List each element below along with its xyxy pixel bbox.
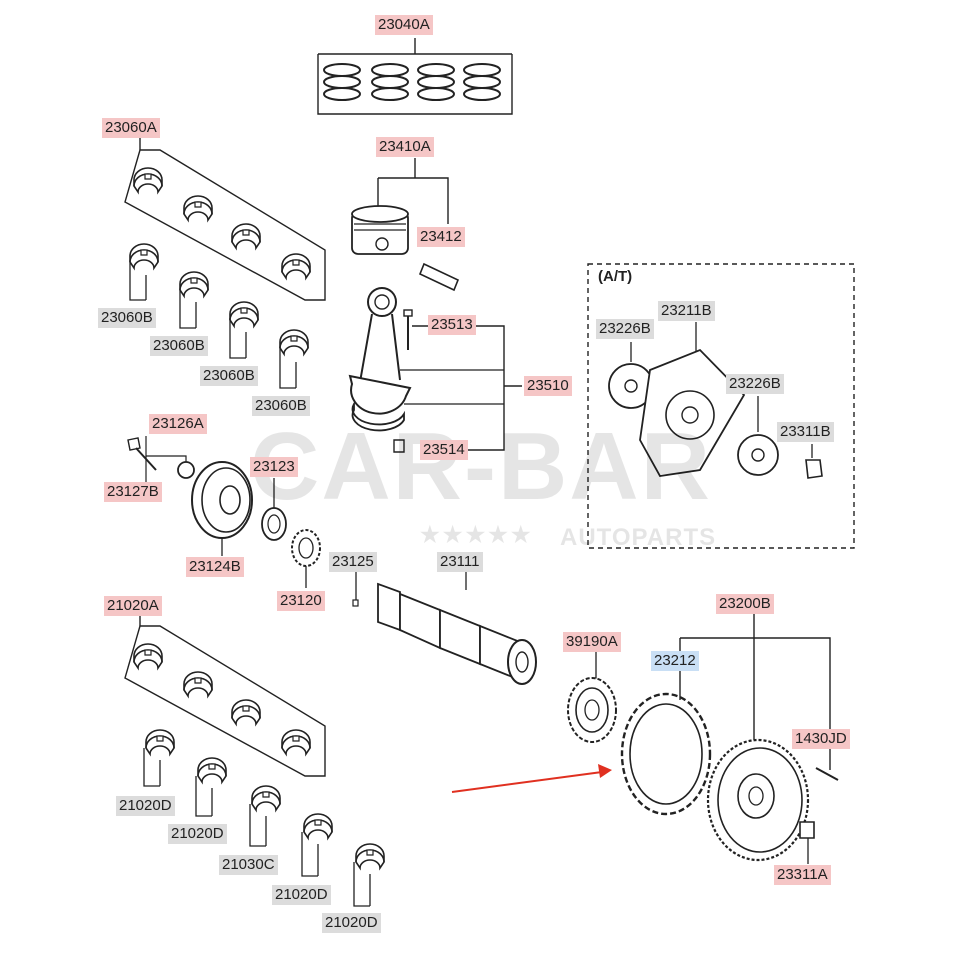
label-21020D-4: 21020D — [322, 913, 381, 933]
at-box-title: (A/T) — [598, 268, 633, 285]
label-23120: 23120 — [277, 591, 325, 611]
label-23211B: 23211B — [658, 301, 715, 321]
label-23226B-1: 23226B — [596, 319, 654, 339]
label-21030C: 21030C — [219, 855, 278, 875]
label-23127B: 23127B — [104, 482, 162, 502]
label-23200B: 23200B — [716, 594, 774, 614]
label-23060B-1: 23060B — [98, 308, 156, 328]
label-1430JD: 1430JD — [792, 729, 850, 749]
label-23226B-2: 23226B — [726, 374, 784, 394]
label-23126A: 23126A — [149, 414, 207, 434]
label-23060B-4: 23060B — [252, 396, 310, 416]
label-23212: 23212 — [651, 651, 699, 671]
upper-bearing-set-drawing — [124, 138, 326, 389]
label-39190A: 39190A — [563, 632, 621, 652]
label-23514: 23514 — [420, 440, 468, 460]
at-box-drawing — [587, 263, 855, 549]
piston-ring-set-drawing — [317, 38, 513, 115]
label-21020D-3: 21020D — [272, 885, 331, 905]
label-21020D-1: 21020D — [116, 796, 175, 816]
flywheel-drawing — [620, 614, 839, 864]
crankshaft-drawing — [352, 572, 537, 685]
sprocket-drawing — [567, 652, 617, 743]
label-23311A: 23311A — [774, 865, 831, 885]
pointer-arrow — [451, 764, 612, 793]
label-23124B: 23124B — [186, 557, 244, 577]
label-23040A: 23040A — [375, 15, 433, 35]
lower-bearing-set-drawing — [124, 614, 385, 907]
label-23060A: 23060A — [102, 118, 160, 138]
label-23111: 23111 — [437, 552, 483, 572]
label-21020D-2: 21020D — [168, 824, 227, 844]
connecting-rod-drawing — [348, 287, 522, 453]
pulley-group-drawing — [127, 436, 321, 588]
label-23311B: 23311B — [777, 422, 834, 442]
label-23510: 23510 — [524, 376, 572, 396]
label-23123: 23123 — [250, 457, 298, 477]
label-23412: 23412 — [417, 227, 465, 247]
label-23060B-3: 23060B — [200, 366, 258, 386]
piston-drawing — [351, 158, 460, 292]
label-21020A: 21020A — [104, 596, 162, 616]
label-23125: 23125 — [329, 552, 377, 572]
label-23513: 23513 — [428, 315, 476, 335]
label-23410A: 23410A — [376, 137, 434, 157]
label-23060B-2: 23060B — [150, 336, 208, 356]
